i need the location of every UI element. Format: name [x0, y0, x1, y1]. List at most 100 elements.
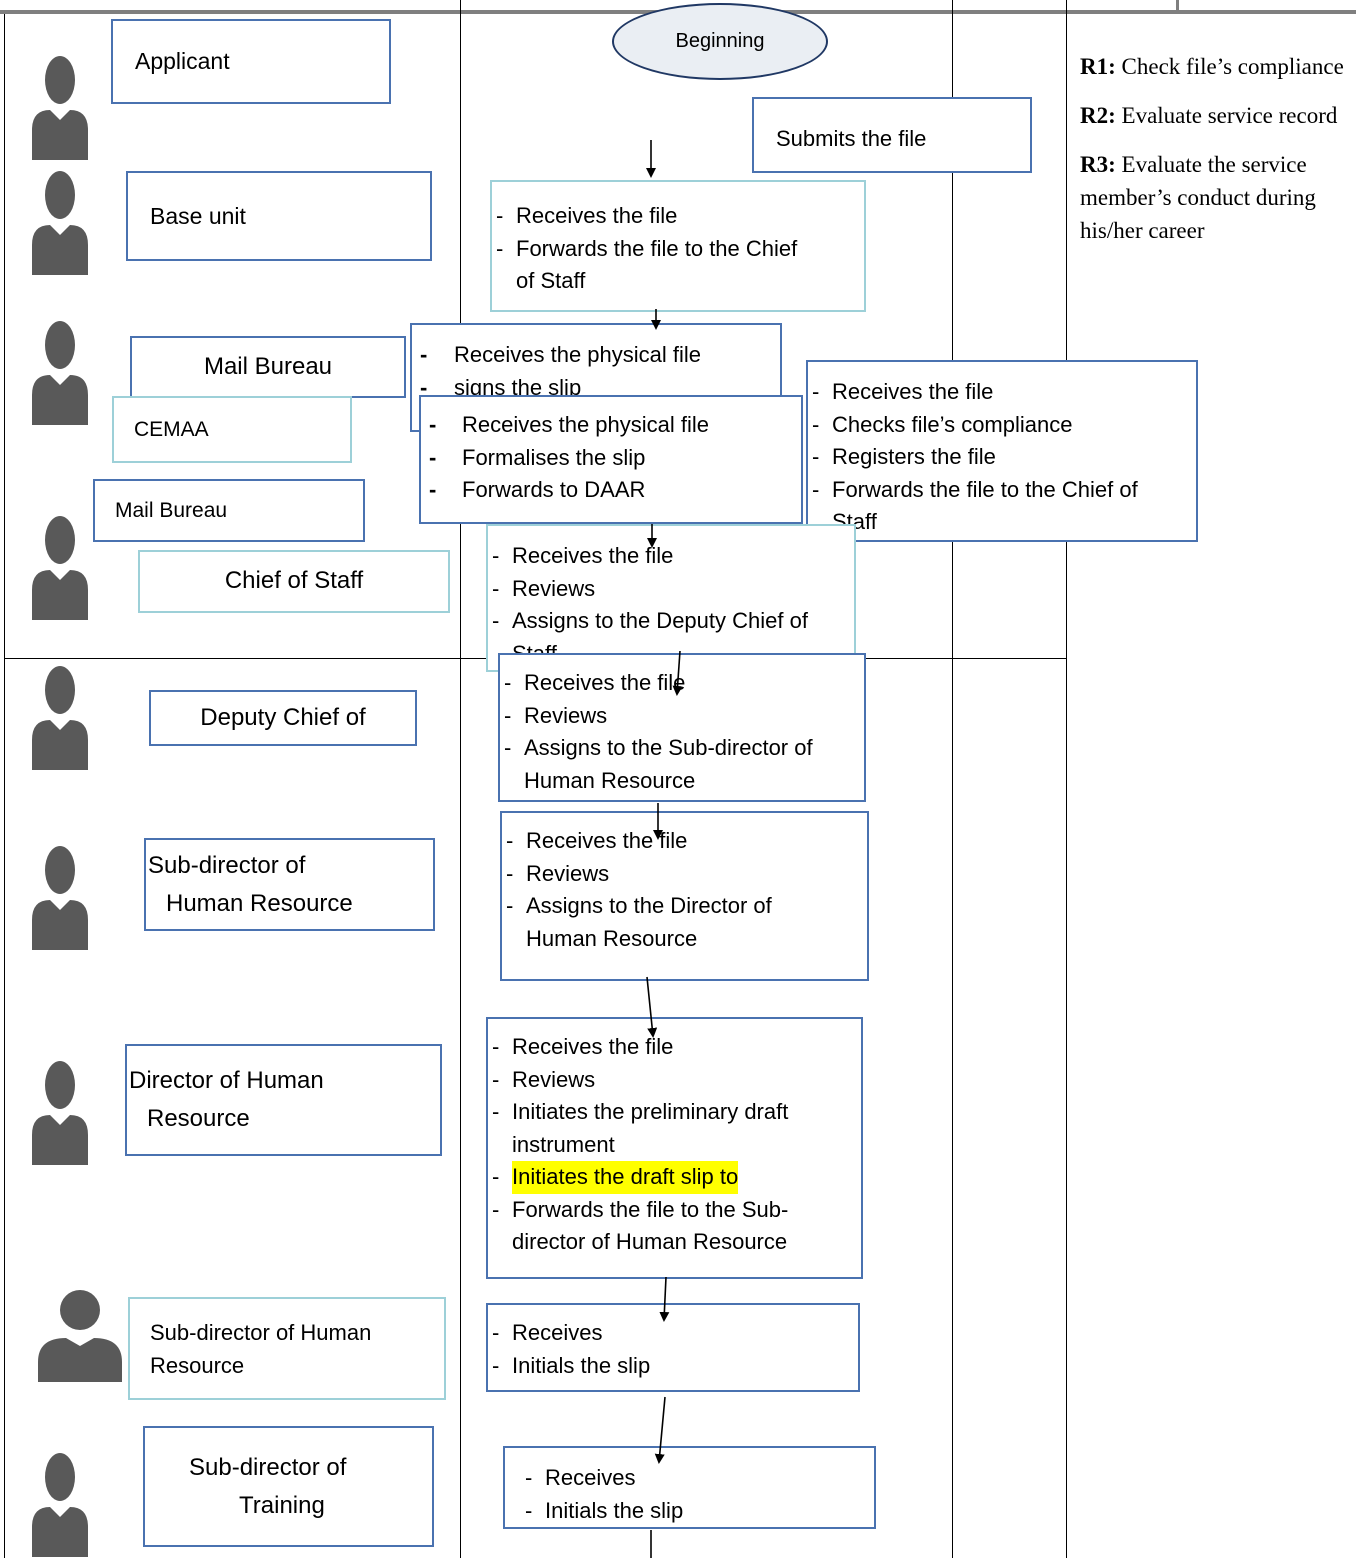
activity-line: Human Resource — [524, 767, 696, 793]
activity-line: director of Human Resource — [512, 1229, 788, 1254]
bullet-dash: - — [504, 670, 512, 695]
role-cemaa: CEMAA — [112, 396, 352, 463]
bullet-dash: - — [812, 411, 820, 437]
role-deputy-chief: Deputy Chief of — [149, 690, 417, 746]
rule-key: R2: — [1080, 103, 1116, 128]
activity-chief-of-staff: -Receives the file -Reviews -Assigns to … — [486, 524, 856, 672]
activity-line: Assigns to the Deputy Chief of — [512, 608, 808, 633]
activity-sub-director-training: -Receives -Initials the slip — [503, 1446, 876, 1529]
bullet-dash: - — [506, 828, 514, 853]
person-icon — [32, 1061, 88, 1165]
rules-notes: R1: Check file’s compliance R2: Evaluate… — [1080, 50, 1350, 263]
role-label: Resource — [147, 1105, 250, 1132]
role-label: Human Resource — [166, 889, 353, 917]
activity-line: Receives — [545, 1465, 636, 1490]
activity-line: Receives the file — [832, 379, 994, 404]
activity-line: Initiates the preliminary draft — [512, 1099, 789, 1124]
bullet-dash: - — [506, 860, 514, 886]
role-label: CEMAA — [134, 417, 209, 441]
bullet-dash: - — [492, 1099, 500, 1124]
column-divider — [952, 0, 953, 1558]
column-divider — [1176, 0, 1179, 14]
activity-line: Assigns to the Sub-director of — [524, 735, 813, 760]
role-label: Resource — [150, 1352, 245, 1378]
role-label: Mail Bureau — [203, 352, 333, 380]
bullet-dash: - — [504, 735, 512, 760]
bullet-dash: - — [420, 342, 428, 367]
bullet-dash: - — [525, 1497, 533, 1523]
activity-line: Human Resource — [526, 925, 698, 951]
role-label: Deputy Chief of — [200, 703, 366, 731]
activity-sub-director-hr: -Receives the file -Reviews -Assigns to … — [500, 811, 869, 981]
role-label: Sub-director of — [148, 851, 306, 879]
activity-registry: -Receives the file -Checks file’s compli… — [806, 360, 1198, 542]
role-label: Director of Human — [129, 1067, 324, 1094]
role-chief-of-staff: Chief of Staff — [138, 550, 450, 613]
activity-line: Receives the file — [516, 203, 678, 228]
column-divider — [1066, 0, 1067, 1558]
role-mail-bureau-2: Mail Bureau — [93, 479, 365, 542]
activity-line: Receives the physical file — [462, 412, 710, 437]
bullet-dash: - — [429, 477, 437, 502]
bullet-dash: - — [429, 412, 437, 437]
activity-line: Assigns to the Director of — [526, 893, 772, 918]
activity-line: Reviews — [526, 860, 610, 886]
role-label: Training — [239, 1491, 325, 1519]
activity-line: Reviews — [512, 575, 596, 601]
activity-base-unit: -Receives the file -Forwards the file to… — [490, 180, 866, 312]
activity-line: Forwards the file to the Sub- — [512, 1196, 789, 1222]
activity-line: Forwards the file to the Chief of — [832, 476, 1138, 502]
bullet-dash: - — [492, 575, 500, 601]
role-label: Mail Bureau — [115, 498, 228, 522]
rule-text: Evaluate service record — [1121, 103, 1338, 128]
bullet-dash: - — [525, 1465, 533, 1490]
activity-line: of Staff — [516, 268, 586, 293]
role-label: Chief of Staff — [224, 567, 364, 595]
role-label: Base unit — [150, 202, 246, 229]
activity-deputy-chief: -Receives the file -Reviews -Assigns to … — [498, 653, 866, 802]
activity-line: Initials the slip — [512, 1352, 651, 1378]
bullet-dash: - — [496, 235, 504, 261]
activity-line: instrument — [512, 1131, 615, 1157]
role-sub-director-hr: Sub-director of Human Resource — [144, 838, 435, 931]
person-icon — [32, 56, 88, 160]
rule-key: R1: — [1080, 54, 1116, 79]
role-label: Sub-director of — [189, 1453, 347, 1481]
role-applicant: Applicant — [111, 19, 391, 104]
rule-note: R1: Check file’s compliance — [1080, 50, 1350, 83]
activity-line: Reviews — [512, 1066, 596, 1092]
bullet-dash: - — [506, 893, 514, 918]
activity-line: Checks file’s compliance — [832, 411, 1073, 437]
start-node-label: Beginning — [675, 30, 765, 52]
bullet-dash: - — [812, 444, 820, 469]
activity-line: Forwards the file to the Chief — [516, 235, 798, 261]
highlighted-activity-line: Initiates the draft slip to — [512, 1161, 739, 1194]
bullet-dash: - — [496, 203, 504, 228]
bullet-dash: - — [492, 608, 500, 633]
activity-line: Receives the file — [524, 670, 686, 695]
rule-key: R3: — [1080, 152, 1116, 177]
column-divider — [460, 0, 461, 1558]
role-director-hr: Director of Human Resource — [125, 1044, 442, 1156]
role-label: Sub-director of Human — [150, 1319, 372, 1345]
rule-note: R2: Evaluate service record — [1080, 99, 1350, 132]
activity-line: Receives the physical file — [454, 342, 702, 367]
activity-line: Reviews — [524, 702, 608, 728]
bullet-dash: - — [492, 1352, 500, 1378]
start-node: Beginning — [612, 3, 828, 80]
activity-sub-director-hr-2: -Receives -Initials the slip — [486, 1303, 860, 1392]
rule-note: R3: Evaluate the service member’s conduc… — [1080, 148, 1350, 247]
bullet-dash: - — [492, 1196, 500, 1222]
activity-line: Submits the file — [776, 126, 927, 151]
person-icon — [32, 516, 88, 620]
role-sub-director-training: Sub-director of Training — [143, 1426, 434, 1547]
person-icon — [32, 666, 88, 770]
bullet-dash: - — [492, 1164, 500, 1189]
activity-line: Receives the file — [512, 1034, 674, 1059]
activity-cemaa: -Receives the physical file -Formalises … — [419, 395, 803, 524]
bullet-dash: - — [492, 1034, 500, 1059]
role-label: Applicant — [135, 48, 230, 75]
bullet-dash: - — [812, 379, 820, 404]
activity-line: Forwards to DAAR — [462, 477, 646, 502]
role-base-unit: Base unit — [126, 171, 432, 261]
